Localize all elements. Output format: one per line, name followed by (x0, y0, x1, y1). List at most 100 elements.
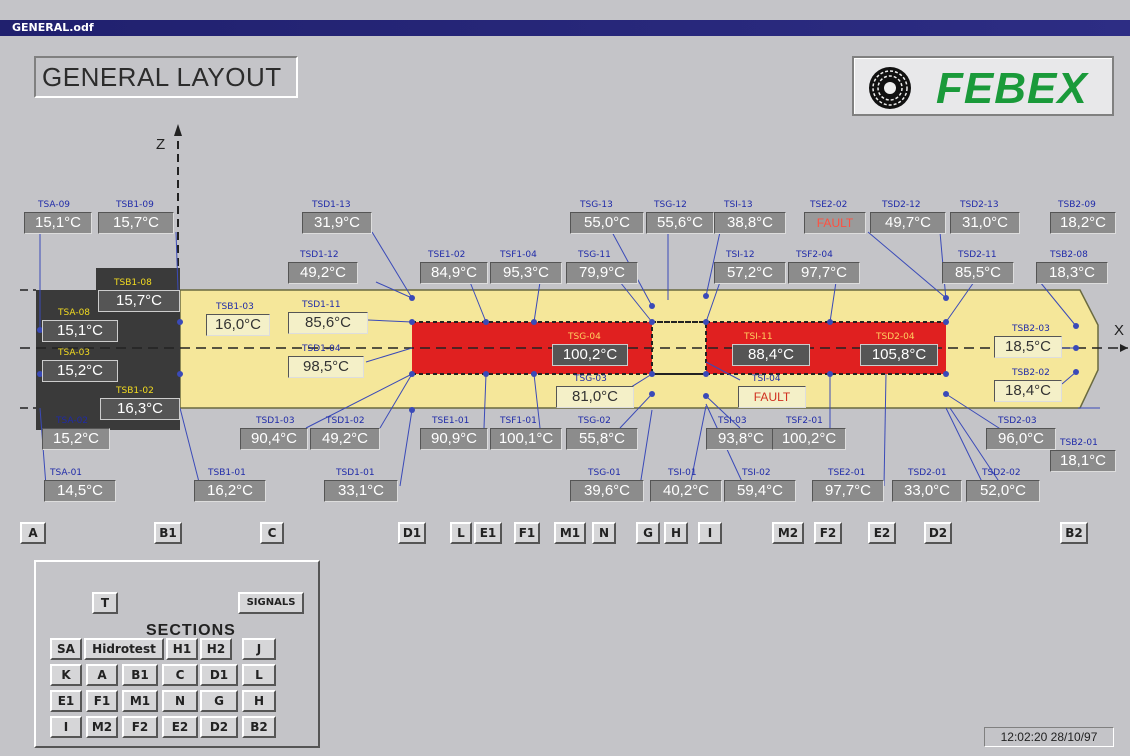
section-button-f2[interactable]: F2 (814, 522, 842, 544)
sensor-value-tsb201[interactable]: 18,1°C (1050, 450, 1116, 472)
sensor-value-tsa08[interactable]: 15,1°C (42, 320, 118, 342)
sensor-value-tsd201[interactable]: 33,0°C (892, 480, 962, 502)
sensor-value-tsi04[interactable]: FAULT (738, 386, 806, 408)
panel-button-f1[interactable]: F1 (86, 690, 118, 712)
sensor-value-tsb209[interactable]: 18,2°C (1050, 212, 1116, 234)
panel-button-g[interactable]: G (200, 690, 238, 712)
sensor-value-tsf101[interactable]: 100,1°C (490, 428, 562, 450)
panel-button-e2[interactable]: E2 (162, 716, 198, 738)
panel-button-b1[interactable]: B1 (122, 664, 158, 686)
section-button-e1[interactable]: E1 (474, 522, 502, 544)
section-button-h[interactable]: H (664, 522, 688, 544)
panel-button-a[interactable]: A (86, 664, 118, 686)
section-button-a[interactable]: A (20, 522, 46, 544)
sensor-value-tsb103[interactable]: 16,0°C (206, 314, 270, 336)
sensor-value-tsi12[interactable]: 57,2°C (714, 262, 786, 284)
sensor-value-tsi02[interactable]: 59,4°C (724, 480, 796, 502)
sensor-value-tsd103[interactable]: 90,4°C (240, 428, 308, 450)
sensor-value-tsa09[interactable]: 15,1°C (24, 212, 92, 234)
section-button-m2[interactable]: M2 (772, 522, 804, 544)
sensor-value-tsd104[interactable]: 98,5°C (288, 356, 364, 378)
sensor-value-tsb202[interactable]: 18,4°C (994, 380, 1062, 402)
sensor-value-tsf204[interactable]: 97,7°C (788, 262, 860, 284)
sensor-value-tsi13[interactable]: 38,8°C (714, 212, 786, 234)
panel-button-l[interactable]: L (242, 664, 276, 686)
panel-button-b2[interactable]: B2 (242, 716, 276, 738)
sensor-value-tsd211[interactable]: 85,5°C (942, 262, 1014, 284)
section-button-f1[interactable]: F1 (514, 522, 540, 544)
panel-button-sa[interactable]: SA (50, 638, 82, 660)
panel-button-d1[interactable]: D1 (200, 664, 238, 686)
panel-button-hidrotest[interactable]: Hidrotest (84, 638, 164, 660)
panel-button-n[interactable]: N (162, 690, 198, 712)
sensor-value-tsg12[interactable]: 55,6°C (646, 212, 714, 234)
sensor-label-tsa09: TSA-09 (38, 200, 71, 210)
sensor-value-tsb109[interactable]: 15,7°C (98, 212, 174, 234)
sensor-label-tsd113: TSD1-13 (312, 200, 351, 210)
section-button-l[interactable]: L (450, 522, 472, 544)
sensor-value-tse102[interactable]: 84,9°C (420, 262, 488, 284)
panel-button-e1[interactable]: E1 (50, 690, 82, 712)
section-button-n[interactable]: N (592, 522, 616, 544)
sensor-value-tsd213[interactable]: 31,0°C (950, 212, 1020, 234)
sensor-value-tsa02[interactable]: 15,2°C (42, 428, 110, 450)
sensor-value-tsg01[interactable]: 39,6°C (570, 480, 644, 502)
section-button-e2[interactable]: E2 (868, 522, 896, 544)
section-button-d1[interactable]: D1 (398, 522, 426, 544)
sensor-value-tsb102[interactable]: 16,3°C (100, 398, 180, 420)
sensor-value-tsb208[interactable]: 18,3°C (1036, 262, 1108, 284)
t-button[interactable]: T (92, 592, 118, 614)
sensor-value-tse101[interactable]: 90,9°C (420, 428, 488, 450)
panel-button-d2[interactable]: D2 (200, 716, 238, 738)
sensor-value-tsg04[interactable]: 100,2°C (552, 344, 628, 366)
sensor-value-tsd203[interactable]: 96,0°C (986, 428, 1056, 450)
panel-button-k[interactable]: K (50, 664, 82, 686)
window-title-bar[interactable]: GENERAL.odf (0, 20, 1130, 36)
panel-button-m1[interactable]: M1 (122, 690, 158, 712)
panel-button-f2[interactable]: F2 (122, 716, 158, 738)
section-button-b1[interactable]: B1 (154, 522, 182, 544)
section-button-g[interactable]: G (636, 522, 660, 544)
sensor-value-tsd212[interactable]: 49,7°C (870, 212, 946, 234)
sensor-value-tsb101[interactable]: 16,2°C (194, 480, 266, 502)
sensor-value-tse202[interactable]: FAULT (804, 212, 866, 234)
sensor-value-tsd102[interactable]: 49,2°C (310, 428, 380, 450)
sensor-value-tsd111[interactable]: 85,6°C (288, 312, 368, 334)
sensor-value-tsd204[interactable]: 105,8°C (860, 344, 938, 366)
sensor-value-tsi03[interactable]: 93,8°C (706, 428, 776, 450)
panel-button-h1[interactable]: H1 (166, 638, 198, 660)
section-button-d2[interactable]: D2 (924, 522, 952, 544)
panel-button-j[interactable]: J (242, 638, 276, 660)
sensor-value-tsi11[interactable]: 88,4°C (732, 344, 810, 366)
sensor-value-tsg03[interactable]: 81,0°C (556, 386, 634, 408)
panel-button-h2[interactable]: H2 (200, 638, 232, 660)
sensor-value-tsg02[interactable]: 55,8°C (566, 428, 638, 450)
panel-button-c[interactable]: C (162, 664, 198, 686)
sensor-value-tse201[interactable]: 97,7°C (812, 480, 884, 502)
sensor-value-tsa01[interactable]: 14,5°C (44, 480, 116, 502)
signals-button[interactable]: SIGNALS (238, 592, 304, 614)
logo-text: FEBEX (936, 64, 1088, 113)
section-button-c[interactable]: C (260, 522, 284, 544)
section-button-b2[interactable]: B2 (1060, 522, 1088, 544)
sensor-value-tsi01[interactable]: 40,2°C (650, 480, 722, 502)
sensor-value-tsb108[interactable]: 15,7°C (98, 290, 180, 312)
sensor-value-tsb203[interactable]: 18,5°C (994, 336, 1062, 358)
panel-button-m2[interactable]: M2 (86, 716, 118, 738)
sensor-value-tsg13[interactable]: 55,0°C (570, 212, 644, 234)
sensor-value-tsd202[interactable]: 52,0°C (966, 480, 1040, 502)
sensor-label-tsb203: TSB2-03 (1012, 324, 1050, 334)
section-button-m1[interactable]: M1 (554, 522, 586, 544)
sensor-label-tsa01: TSA-01 (50, 468, 83, 478)
sensor-value-tsg11[interactable]: 79,9°C (566, 262, 638, 284)
sensor-value-tsd113[interactable]: 31,9°C (302, 212, 372, 234)
sensor-value-tsd112[interactable]: 49,2°C (288, 262, 358, 284)
section-button-i[interactable]: I (698, 522, 722, 544)
sensor-value-tsa03[interactable]: 15,2°C (42, 360, 118, 382)
panel-button-i[interactable]: I (50, 716, 82, 738)
sensor-value-tsf104[interactable]: 95,3°C (490, 262, 562, 284)
sensor-value-tsf201[interactable]: 100,2°C (772, 428, 846, 450)
panel-button-h[interactable]: H (242, 690, 276, 712)
sensor-label-tsd103: TSD1-03 (256, 416, 295, 426)
sensor-value-tsd101[interactable]: 33,1°C (324, 480, 398, 502)
